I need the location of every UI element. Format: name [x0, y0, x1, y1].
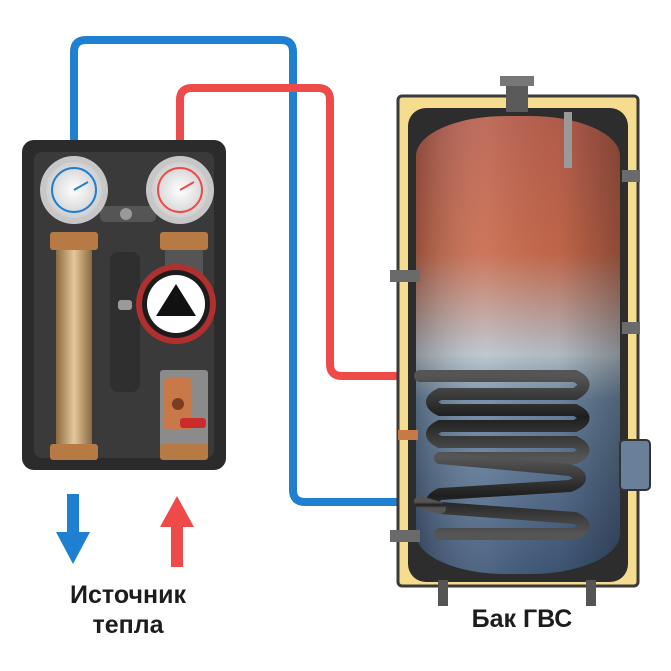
pump-triangle-icon	[136, 264, 216, 344]
cold-gauge	[40, 156, 108, 224]
pipes	[70, 36, 419, 506]
tank-label: Бак ГВС	[471, 605, 573, 633]
arrow-up-icon	[160, 496, 194, 567]
heat-source-label-line1: Источник	[70, 581, 186, 609]
pump-station	[22, 140, 226, 470]
flow-arrows	[56, 494, 194, 567]
heat-source-label-line2: тепла	[92, 611, 164, 639]
ball-valve-icon	[164, 378, 206, 430]
cold-pipe	[70, 36, 419, 506]
heat-exchanger-coil	[414, 370, 590, 540]
return-pipe-column	[56, 248, 92, 454]
hot-pipe	[176, 84, 419, 380]
dhw-tank	[390, 76, 651, 606]
heat-source-label: Источник тепла	[48, 580, 208, 640]
hot-gauge	[146, 156, 214, 224]
arrow-down-icon	[56, 494, 90, 564]
